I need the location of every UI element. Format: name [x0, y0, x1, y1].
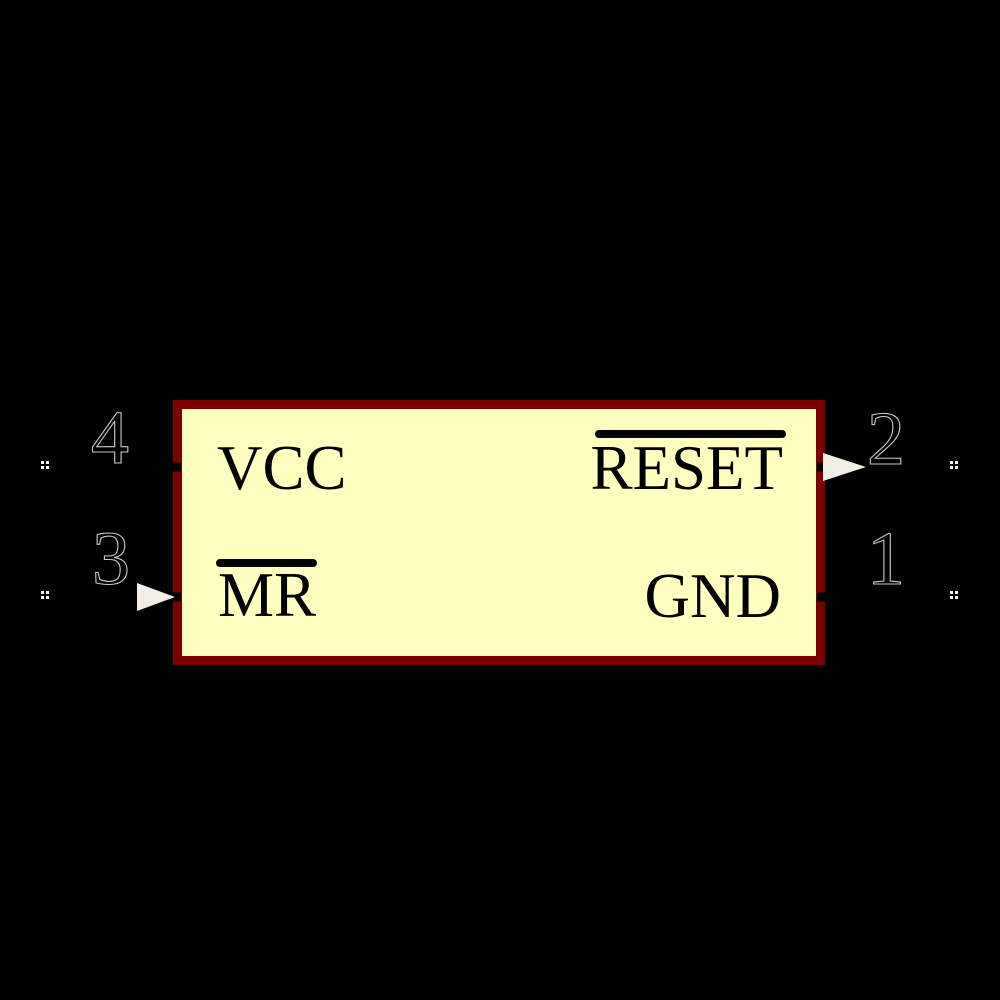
terminal-dot [46, 591, 49, 594]
pin-3-terminal-marker [41, 591, 49, 599]
pin-3-number: 3 [92, 517, 130, 601]
terminal-dot [955, 466, 958, 469]
terminal-dot [950, 596, 953, 599]
symbol-body[interactable] [173, 400, 825, 665]
terminal-dot [46, 466, 49, 469]
pin-4-label: VCC [217, 433, 347, 503]
terminal-dot [955, 591, 958, 594]
component-symbol[interactable]: 4 VCC 3 MR [41, 395, 959, 665]
terminal-dot [41, 466, 44, 469]
pin-1[interactable]: 1 GND [645, 516, 959, 631]
pin-4[interactable]: 4 VCC [41, 395, 347, 503]
pin-2-terminal-marker [950, 461, 958, 469]
terminal-dot [955, 596, 958, 599]
pin-1-number: 1 [867, 517, 905, 601]
pin-2-number: 2 [867, 397, 905, 481]
terminal-dot [950, 591, 953, 594]
terminal-dot [41, 461, 44, 464]
pin-2[interactable]: 2 RESET [590, 396, 958, 503]
terminal-dot [950, 461, 953, 464]
terminal-dot [955, 461, 958, 464]
pin-3-label: MR [218, 560, 316, 630]
pin-2-label: RESET [590, 433, 783, 503]
terminal-dot [46, 461, 49, 464]
pin-2-label-overline [595, 430, 786, 438]
pin-4-number: 4 [91, 396, 129, 480]
pin-3-label-overline [216, 559, 317, 567]
pin-2-direction-arrow-icon [823, 453, 866, 481]
terminal-dot [41, 591, 44, 594]
pin-3-direction-arrow-icon [137, 583, 175, 611]
terminal-dot [950, 466, 953, 469]
terminal-dot [46, 596, 49, 599]
terminal-dot [41, 596, 44, 599]
pin-1-label: GND [645, 561, 782, 631]
pin-1-terminal-marker [950, 591, 958, 599]
pin-4-terminal-marker [41, 461, 49, 469]
pin-3[interactable]: 3 MR [41, 516, 317, 630]
